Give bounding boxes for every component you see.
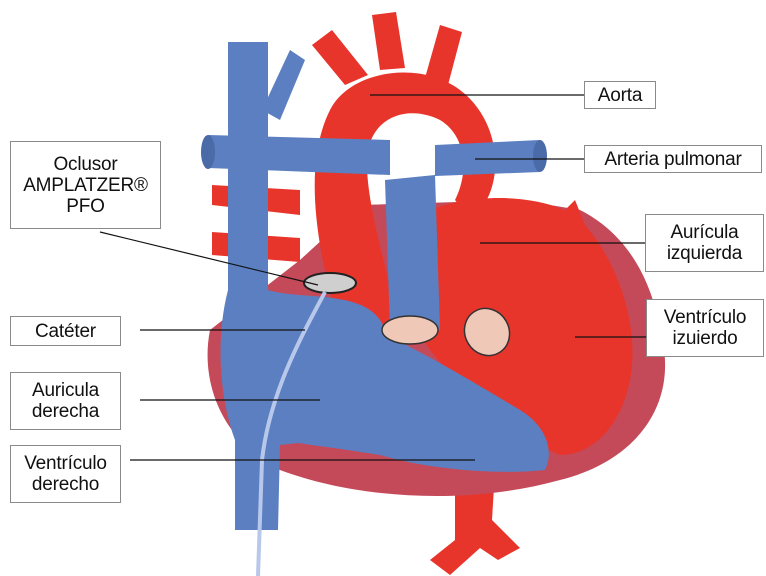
label-right-ventricle-line1: Ventrículo <box>24 453 107 474</box>
label-pulmonary-artery: Arteria pulmonar <box>584 145 762 173</box>
label-right-atrium: Auricula derecha <box>10 372 121 430</box>
label-left-atrium-line2: izquierda <box>667 243 742 264</box>
aortic-branch-3 <box>425 25 462 85</box>
label-right-ventricle-line2: derecho <box>32 474 99 495</box>
label-left-ventricle-line2: izuierdo <box>673 328 738 349</box>
pulmonary-artery-end-right <box>533 140 547 172</box>
label-occluder-line3: PFO <box>66 196 104 217</box>
pulmonary-trunk <box>385 175 440 330</box>
label-catheter-text: Catéter <box>35 321 96 342</box>
label-left-atrium-line1: Aurícula <box>670 222 738 243</box>
label-right-atrium-line1: Auricula <box>32 380 99 401</box>
label-catheter: Catéter <box>10 316 121 346</box>
label-occluder-line1: Oclusor <box>53 154 117 175</box>
label-pulmonary-artery-text: Arteria pulmonar <box>604 149 741 170</box>
pulmonary-artery-end-left <box>201 135 215 169</box>
aortic-branch-1 <box>312 30 368 85</box>
label-right-ventricle: Ventrículo derecho <box>10 445 121 503</box>
label-occluder: Oclusor AMPLATZER® PFO <box>10 141 161 229</box>
brachiocephalic-vein <box>262 50 305 120</box>
label-left-ventricle: Ventrículo izuierdo <box>646 299 764 357</box>
label-left-atrium: Aurícula izquierda <box>645 214 764 272</box>
pulmonary-valve <box>382 316 438 344</box>
label-right-atrium-line2: derecha <box>32 401 99 422</box>
label-aorta-text: Aorta <box>598 85 642 106</box>
label-occluder-line2: AMPLATZER® <box>23 175 148 196</box>
label-aorta: Aorta <box>584 81 656 109</box>
label-left-ventricle-line1: Ventrículo <box>664 307 747 328</box>
aortic-branch-2 <box>372 12 405 70</box>
